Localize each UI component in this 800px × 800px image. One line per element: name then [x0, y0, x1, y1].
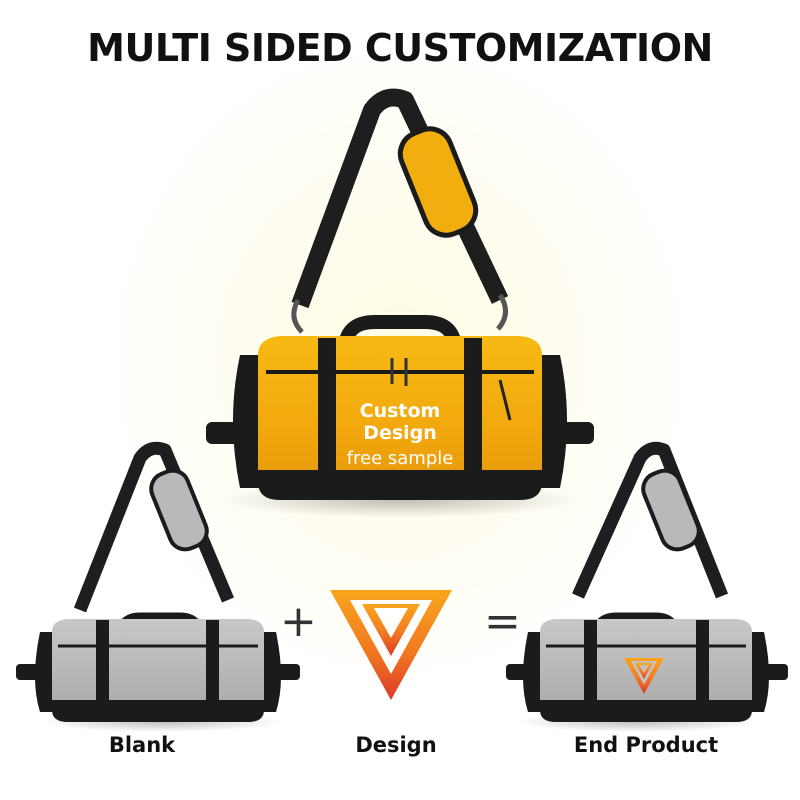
- design-logo-icon: [330, 590, 452, 700]
- custom-text-line3: free sample: [346, 448, 454, 469]
- page-title: MULTI SIDED CUSTOMIZATION: [87, 26, 713, 70]
- custom-text-line1: Custom: [359, 400, 441, 422]
- blank-bag: [16, 441, 300, 732]
- end-product-label: End Product: [573, 733, 719, 757]
- blank-label: Blank: [108, 733, 176, 757]
- plus-sign: +: [280, 596, 317, 647]
- equals-sign: =: [484, 596, 521, 647]
- end-product-bag: [506, 441, 788, 732]
- hero-bag: [206, 88, 594, 518]
- custom-text-line2: Design: [363, 422, 437, 444]
- bag-logo-icon: [624, 658, 664, 694]
- design-label: Design: [355, 733, 437, 757]
